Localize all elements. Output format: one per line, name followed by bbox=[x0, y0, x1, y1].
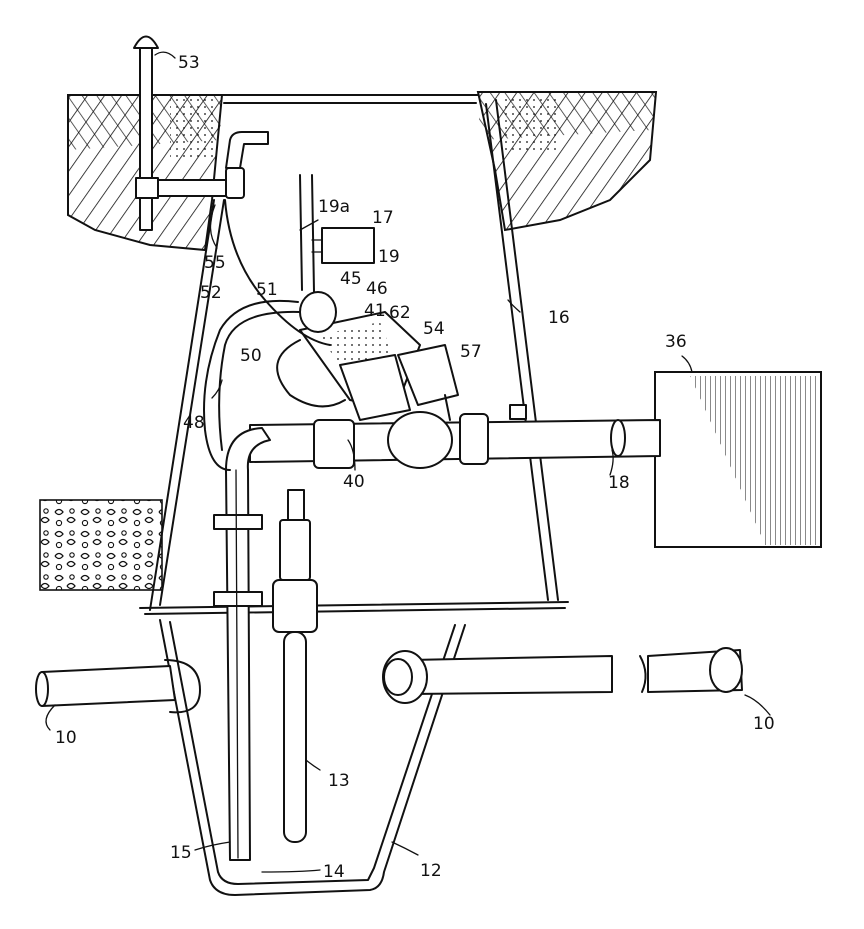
lower-box bbox=[159, 619, 466, 896]
riser-pipe bbox=[213, 427, 271, 861]
leader-lines bbox=[45, 51, 771, 873]
label-17: 17 bbox=[372, 208, 394, 228]
label-13: 13 bbox=[328, 771, 350, 791]
sensor-box bbox=[299, 174, 375, 293]
ground-slab-right bbox=[476, 91, 658, 232]
hose bbox=[203, 199, 346, 471]
vent-pipe bbox=[133, 35, 269, 231]
label-19a: 19a bbox=[318, 197, 350, 217]
label-51: 51 bbox=[256, 280, 278, 300]
gravel-bed bbox=[39, 499, 163, 591]
label-62: 62 bbox=[389, 303, 411, 323]
label-52: 52 bbox=[200, 283, 222, 303]
label-40: 40 bbox=[343, 472, 365, 492]
label-36: 36 bbox=[665, 332, 687, 352]
sensor-probe bbox=[272, 489, 318, 843]
controller-box bbox=[654, 371, 822, 548]
reference-labels: 53 19a 17 19 55 51 45 46 41 62 54 57 52 … bbox=[55, 53, 775, 882]
main-pipe bbox=[249, 411, 661, 469]
label-53: 53 bbox=[178, 53, 200, 73]
label-14: 14 bbox=[323, 862, 345, 882]
label-55: 55 bbox=[204, 253, 226, 273]
valve-assembly bbox=[299, 291, 459, 421]
label-57: 57 bbox=[460, 342, 482, 362]
label-18: 18 bbox=[608, 473, 630, 493]
label-19: 19 bbox=[378, 247, 400, 267]
label-45: 45 bbox=[340, 269, 362, 289]
label-46: 46 bbox=[366, 279, 388, 299]
label-41: 41 bbox=[364, 301, 386, 321]
label-16: 16 bbox=[548, 308, 570, 328]
label-10-left: 10 bbox=[55, 728, 77, 748]
pipe-right bbox=[382, 647, 743, 704]
label-12: 12 bbox=[420, 861, 442, 881]
pipe-left bbox=[35, 659, 201, 714]
label-50: 50 bbox=[240, 346, 262, 366]
label-15: 15 bbox=[170, 843, 192, 863]
label-48: 48 bbox=[183, 413, 205, 433]
label-54: 54 bbox=[423, 319, 445, 339]
label-10-right: 10 bbox=[753, 714, 775, 734]
